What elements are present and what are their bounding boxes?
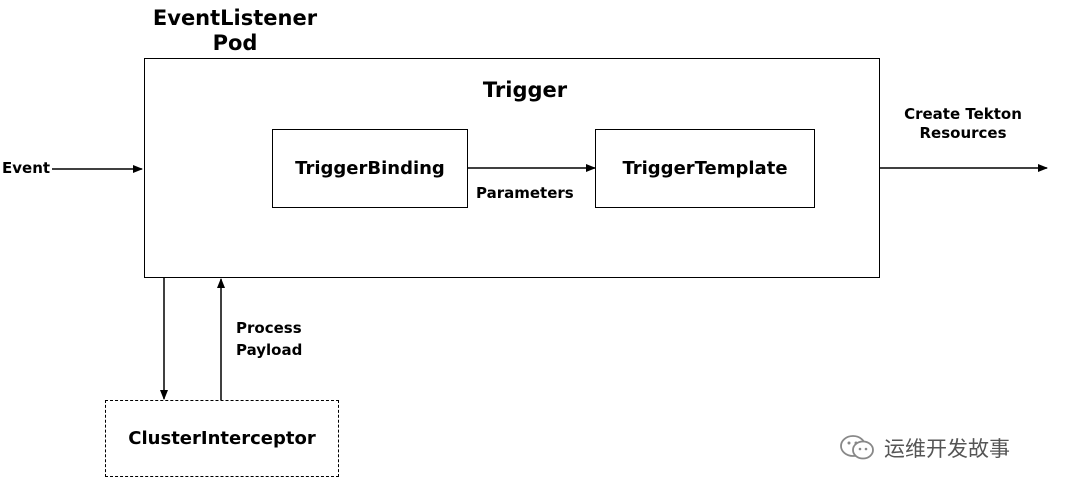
create-resources-line2: Resources [919,124,1007,142]
trigger-template-label: TriggerTemplate [622,158,788,179]
trigger-title: Trigger [482,78,568,102]
trigger-binding-label: TriggerBinding [295,158,445,179]
cluster-interceptor-label: ClusterInterceptor [128,428,316,449]
process-payload-line2: Payload [236,341,303,359]
wechat-icon [840,435,874,460]
trigger-template-node: TriggerTemplate [595,129,815,208]
watermark: 运维开发故事 [838,433,1010,463]
trigger-binding-node: TriggerBinding [272,129,468,208]
pod-title: EventListener Pod [150,6,320,56]
parameters-label: Parameters [476,184,574,202]
event-label: Event [2,159,51,177]
cluster-interceptor-node: ClusterInterceptor [105,400,339,477]
pod-title-line2: Pod [212,31,258,55]
create-resources-label: Create Tekton Resources [890,105,1036,143]
create-resources-line1: Create Tekton [904,105,1022,123]
pod-title-line1: EventListener [152,6,318,30]
watermark-text: 运维开发故事 [884,437,1010,461]
eventlistener-pod-box [144,58,880,278]
process-payload-line1: Process [236,319,302,337]
process-payload-label: Process Payload [236,317,302,361]
